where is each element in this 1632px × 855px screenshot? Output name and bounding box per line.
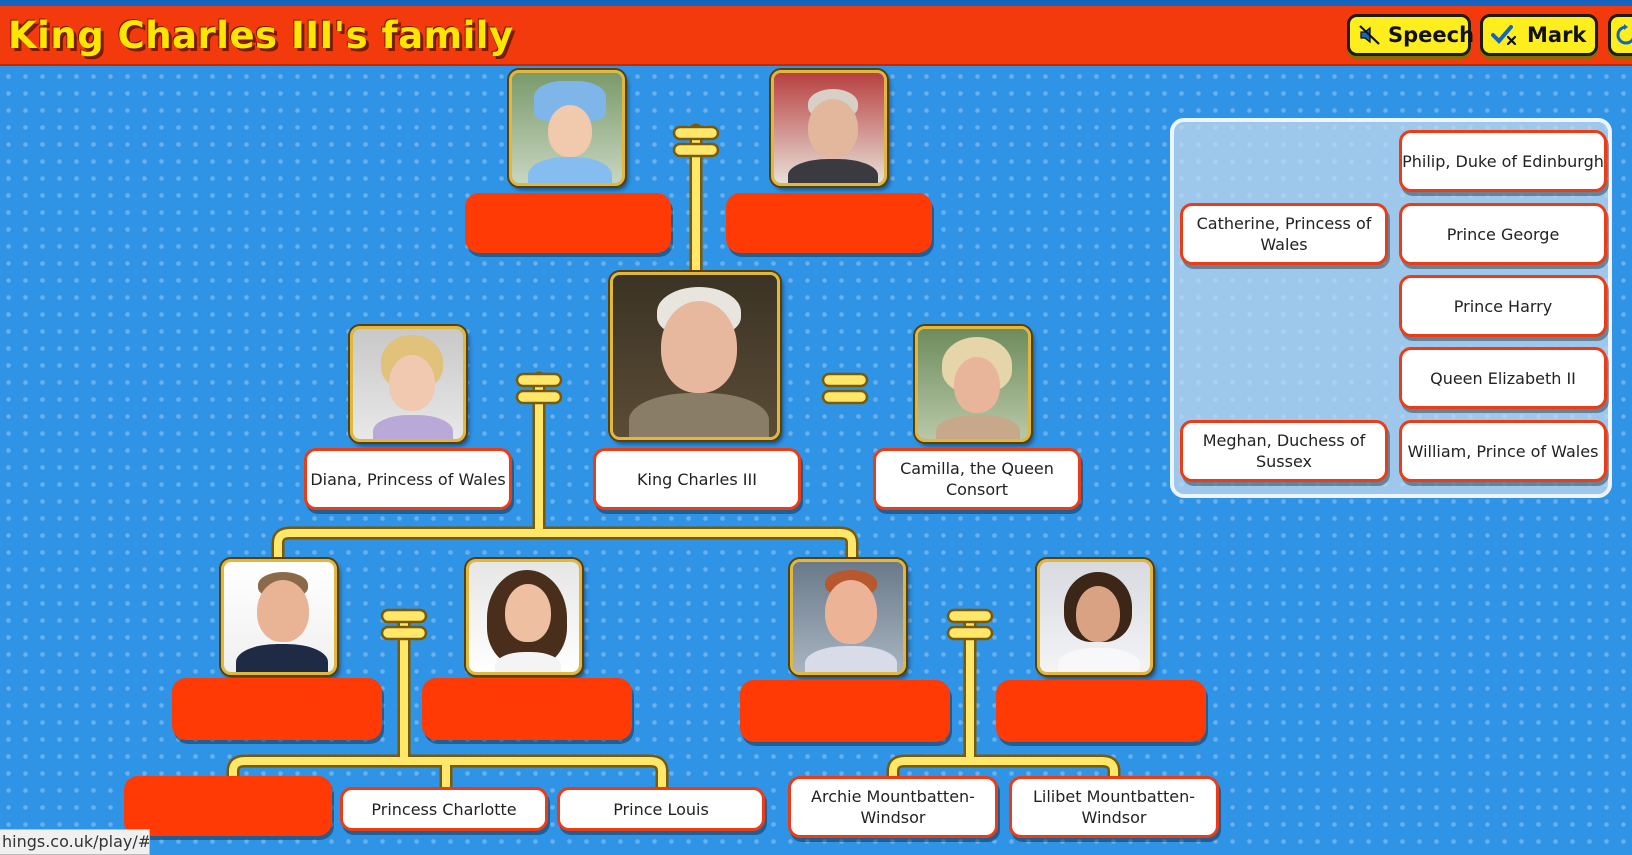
name-card-label: Archie Mountbatten-Windsor [811,787,975,827]
photo-diana [350,326,466,442]
name-card-label: Camilla, the Queen Consort [900,459,1054,499]
photo-meghan [1037,559,1153,675]
speech-label: Speech [1388,23,1475,47]
mark-label: Mark [1527,23,1587,47]
mark-button[interactable]: Mark [1480,14,1598,56]
name-card-lilibet[interactable]: Lilibet Mountbatten-Windsor [1009,776,1219,838]
bank-card-label: Queen Elizabeth II [1430,368,1576,388]
bank-card-label: Prince George [1446,224,1560,244]
bank-card-label: Prince Harry [1453,296,1553,316]
drop-slot-meghan[interactable] [996,680,1206,742]
name-card-charles[interactable]: King Charles III [593,448,801,510]
drop-slot-grandfather[interactable] [726,193,932,253]
photo-king-charles [610,272,780,440]
bank-card-catherine[interactable]: Catherine, Princess of Wales [1180,203,1388,265]
drop-slot-harry[interactable] [740,680,950,742]
speech-button[interactable]: Speech [1347,14,1475,56]
bank-card-elizabeth[interactable]: Queen Elizabeth II [1399,347,1607,409]
name-card-label: Lilibet Mountbatten-Windsor [1032,787,1196,827]
drop-slot-grandmother[interactable] [465,193,671,253]
photo-queen-elizabeth [509,70,625,186]
drop-slot-william[interactable] [172,678,382,740]
bank-card-meghan[interactable]: Meghan, Duchess of Sussex [1180,420,1388,482]
bank-card-label: Philip, Duke of Edinburgh [1402,151,1604,171]
bank-card-label: Meghan, Duchess of Sussex [1202,431,1366,471]
drop-slot-george[interactable] [124,776,332,836]
name-card-archie[interactable]: Archie Mountbatten-Windsor [788,776,998,838]
name-card-label: Diana, Princess of Wales [310,469,506,489]
bank-card-harry[interactable]: Prince Harry [1399,275,1607,337]
photo-prince-philip [771,70,887,186]
restart-button[interactable] [1608,14,1632,56]
name-card-label: Princess Charlotte [371,799,517,819]
photo-camilla [915,326,1031,442]
marriage-symbols [380,125,994,641]
browser-tab-strip [0,0,1632,6]
photo-catherine [466,559,582,675]
photo-harry [790,559,906,675]
name-card-louis[interactable]: Prince Louis [557,787,765,831]
browser-status-url: hings.co.uk/play/# [0,829,150,855]
page-title: King Charles III's family [8,14,514,57]
header-bar: King Charles III's family Speech Mark [0,6,1632,66]
name-card-diana[interactable]: Diana, Princess of Wales [304,448,512,510]
bank-card-william[interactable]: William, Prince of Wales [1399,420,1607,482]
drop-slot-catherine[interactable] [422,678,632,740]
bank-card-george[interactable]: Prince George [1399,203,1607,265]
check-mark-icon [1491,25,1517,46]
bank-card-philip[interactable]: Philip, Duke of Edinburgh [1399,130,1607,192]
name-card-camilla[interactable]: Camilla, the Queen Consort [873,448,1081,510]
bank-card-label: William, Prince of Wales [1407,441,1599,461]
restart-icon [1616,24,1632,45]
name-card-label: Prince Louis [613,799,709,819]
name-card-label: King Charles III [637,469,757,489]
name-card-charlotte[interactable]: Princess Charlotte [340,787,548,831]
speaker-muted-icon [1359,25,1380,45]
bank-card-label: Catherine, Princess of Wales [1196,214,1372,254]
photo-william [221,559,337,675]
